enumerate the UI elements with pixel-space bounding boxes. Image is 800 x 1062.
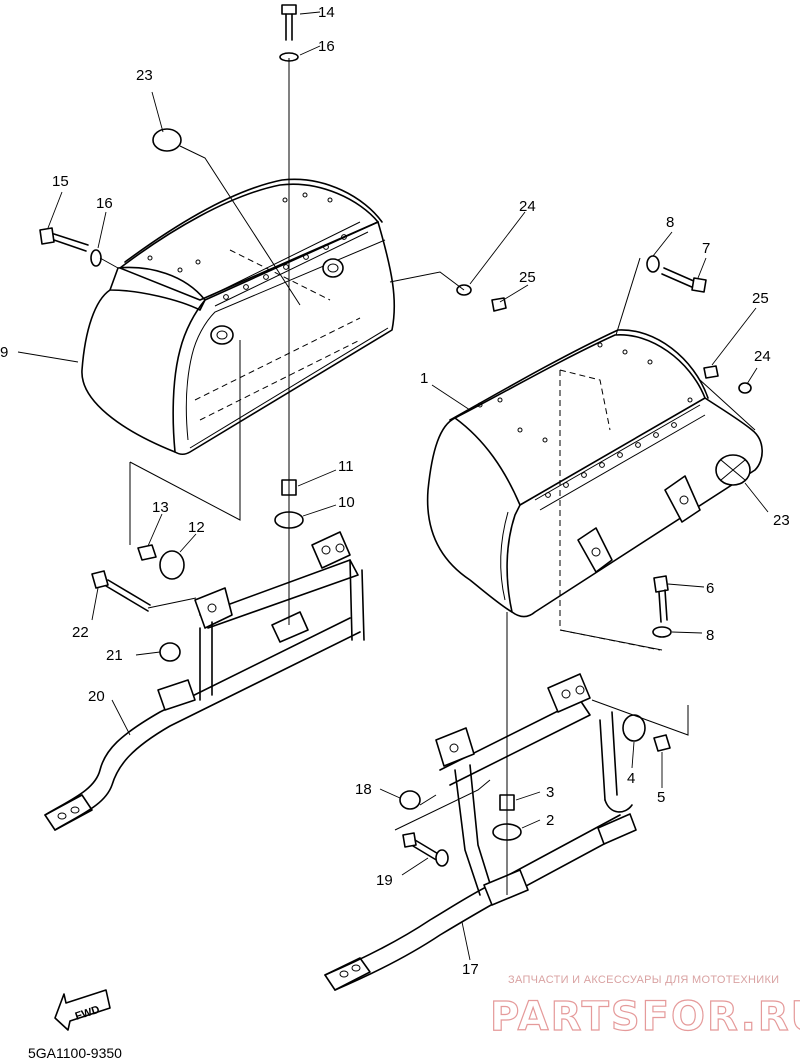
callout-8: 8: [666, 214, 674, 231]
callout-5: 5: [657, 789, 665, 806]
fwd-arrow-icon: FWD: [54, 989, 111, 1031]
callout-16: 16: [318, 38, 335, 55]
right-bag-rivets: [477, 342, 693, 498]
callout-22: 22: [72, 624, 89, 641]
watermark-tagline: ЗАПЧАСТИ И АКСЕССУАРЫ ДЛЯ МОТОТЕХНИКИ: [508, 974, 779, 986]
callout-3: 3: [546, 784, 554, 801]
callout-12: 12: [188, 519, 205, 536]
right-saddlebag: [426, 329, 763, 651]
callout-24: 24: [519, 198, 536, 215]
callout-23: 23: [136, 67, 153, 84]
callout-21: 21: [106, 647, 123, 664]
callout-25: 25: [519, 269, 536, 286]
callout-25: 25: [752, 290, 769, 307]
diagram-code: 5GA1100-9350: [28, 1045, 122, 1061]
callout-7: 7: [702, 240, 710, 257]
watermark-brand: PARTSFOR.RU: [490, 994, 800, 1040]
callout-20: 20: [88, 688, 105, 705]
callout-13: 13: [152, 499, 169, 516]
callout-1: 1: [420, 370, 428, 387]
left-saddlebag: [81, 178, 396, 456]
callout-24: 24: [754, 348, 771, 365]
callout-14: 14: [318, 4, 335, 21]
callout-23: 23: [773, 512, 790, 529]
callout-17: 17: [462, 961, 479, 978]
right-bracket: [324, 673, 637, 991]
callout-10: 10: [338, 494, 355, 511]
callout-labels: 14 16 23 15 16 9 24 25 8 7 25 24 1 23 11…: [0, 4, 790, 978]
callout-11: 11: [338, 458, 354, 475]
callout-2: 2: [546, 812, 554, 829]
callout-9: 9: [0, 344, 8, 361]
left-bag-rivets: [147, 192, 347, 300]
leader-lines: [17, 11, 769, 961]
watermark: ЗАПЧАСТИ И АКСЕССУАРЫ ДЛЯ МОТОТЕХНИКИ PA…: [489, 974, 800, 1041]
callout-19: 19: [376, 872, 393, 889]
fasteners: [39, 4, 752, 867]
callout-8: 8: [706, 627, 714, 644]
callout-18: 18: [355, 781, 372, 798]
left-bracket: [44, 531, 365, 831]
callout-4: 4: [627, 770, 635, 787]
callout-15: 15: [52, 173, 69, 190]
callout-6: 6: [706, 580, 714, 597]
callout-16: 16: [96, 195, 113, 212]
